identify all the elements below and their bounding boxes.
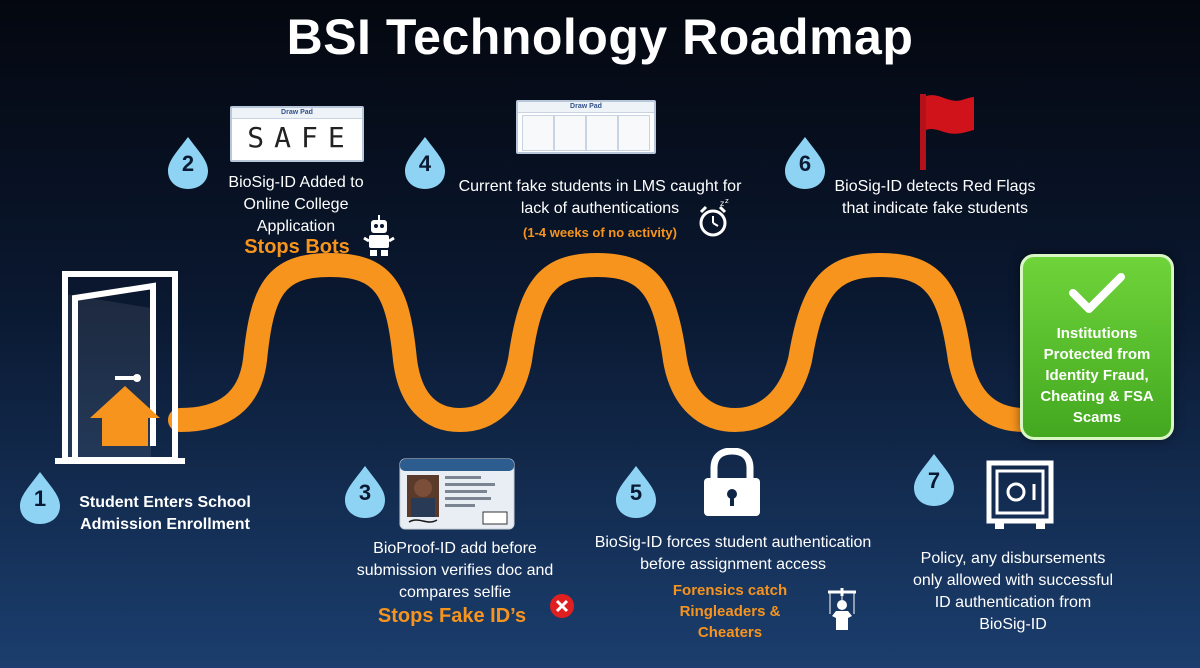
blank-draw-pad-icon: Draw Pad <box>516 100 656 154</box>
robot-icon <box>363 215 395 256</box>
up-arrow-icon <box>90 386 160 446</box>
orange-path-line <box>168 252 1037 433</box>
red-flag-icon <box>920 94 974 170</box>
outcome-text: Institutions Protected from Identity Fra… <box>1040 325 1154 426</box>
id-card-icon <box>399 458 515 530</box>
reject-x-icon <box>550 594 574 618</box>
step-1-marker-icon <box>20 472 60 524</box>
step-2-text: BioSig-ID Added to Online College Applic… <box>228 174 364 235</box>
door-icon <box>55 271 185 464</box>
step-1-text: Student Enters School Admission Enrollme… <box>79 494 251 533</box>
step-4-number: 4 <box>418 151 432 176</box>
draw-pad-icon: Draw Pad SAFE <box>230 106 364 162</box>
step-4-note: (1-4 weeks of no activity) <box>523 225 677 240</box>
step-5-marker-icon <box>616 466 656 518</box>
step-4-text: Current fake students in LMS caught for … <box>458 178 742 217</box>
step-7-marker-icon <box>914 454 954 506</box>
step-5-text: BioSig-ID forces student authentication … <box>594 534 872 573</box>
step-6-number: 6 <box>798 151 812 176</box>
pad-word: SAFE <box>247 121 355 154</box>
step-2-number: 2 <box>181 151 195 176</box>
step-7-number: 7 <box>927 468 941 493</box>
step-3-text: BioProof-ID add before submission verifi… <box>356 540 554 601</box>
step-5-number: 5 <box>629 480 643 505</box>
step-6-text: BioSig-ID detects Red Flags that indicat… <box>834 178 1036 217</box>
step-7-text: Policy, any disbursements only allowed w… <box>912 550 1114 633</box>
step-5-highlight: Forensics catch Ringleaders & Cheaters <box>672 582 788 641</box>
puppet-icon <box>828 588 856 630</box>
alarm-clock-icon: z z <box>699 198 729 237</box>
step-1-number: 1 <box>33 486 47 511</box>
outcome-box: Institutions Protected from Identity Fra… <box>1020 254 1174 440</box>
step-6-marker-icon <box>785 137 825 189</box>
safe-icon <box>986 460 1054 529</box>
padlock-icon <box>704 448 760 516</box>
svg-text:z: z <box>725 198 729 205</box>
checkmark-icon <box>1069 273 1125 313</box>
step-4-marker-icon <box>405 137 445 189</box>
step-2-highlight: Stops Bots <box>244 236 350 258</box>
step-3-highlight: Stops Fake ID’s <box>377 605 527 627</box>
svg-text:z: z <box>720 199 724 208</box>
step-3-marker-icon <box>345 466 385 518</box>
step-2-marker-icon <box>168 137 208 189</box>
step-3-number: 3 <box>358 480 372 505</box>
page-title: BSI Technology Roadmap <box>286 9 914 65</box>
